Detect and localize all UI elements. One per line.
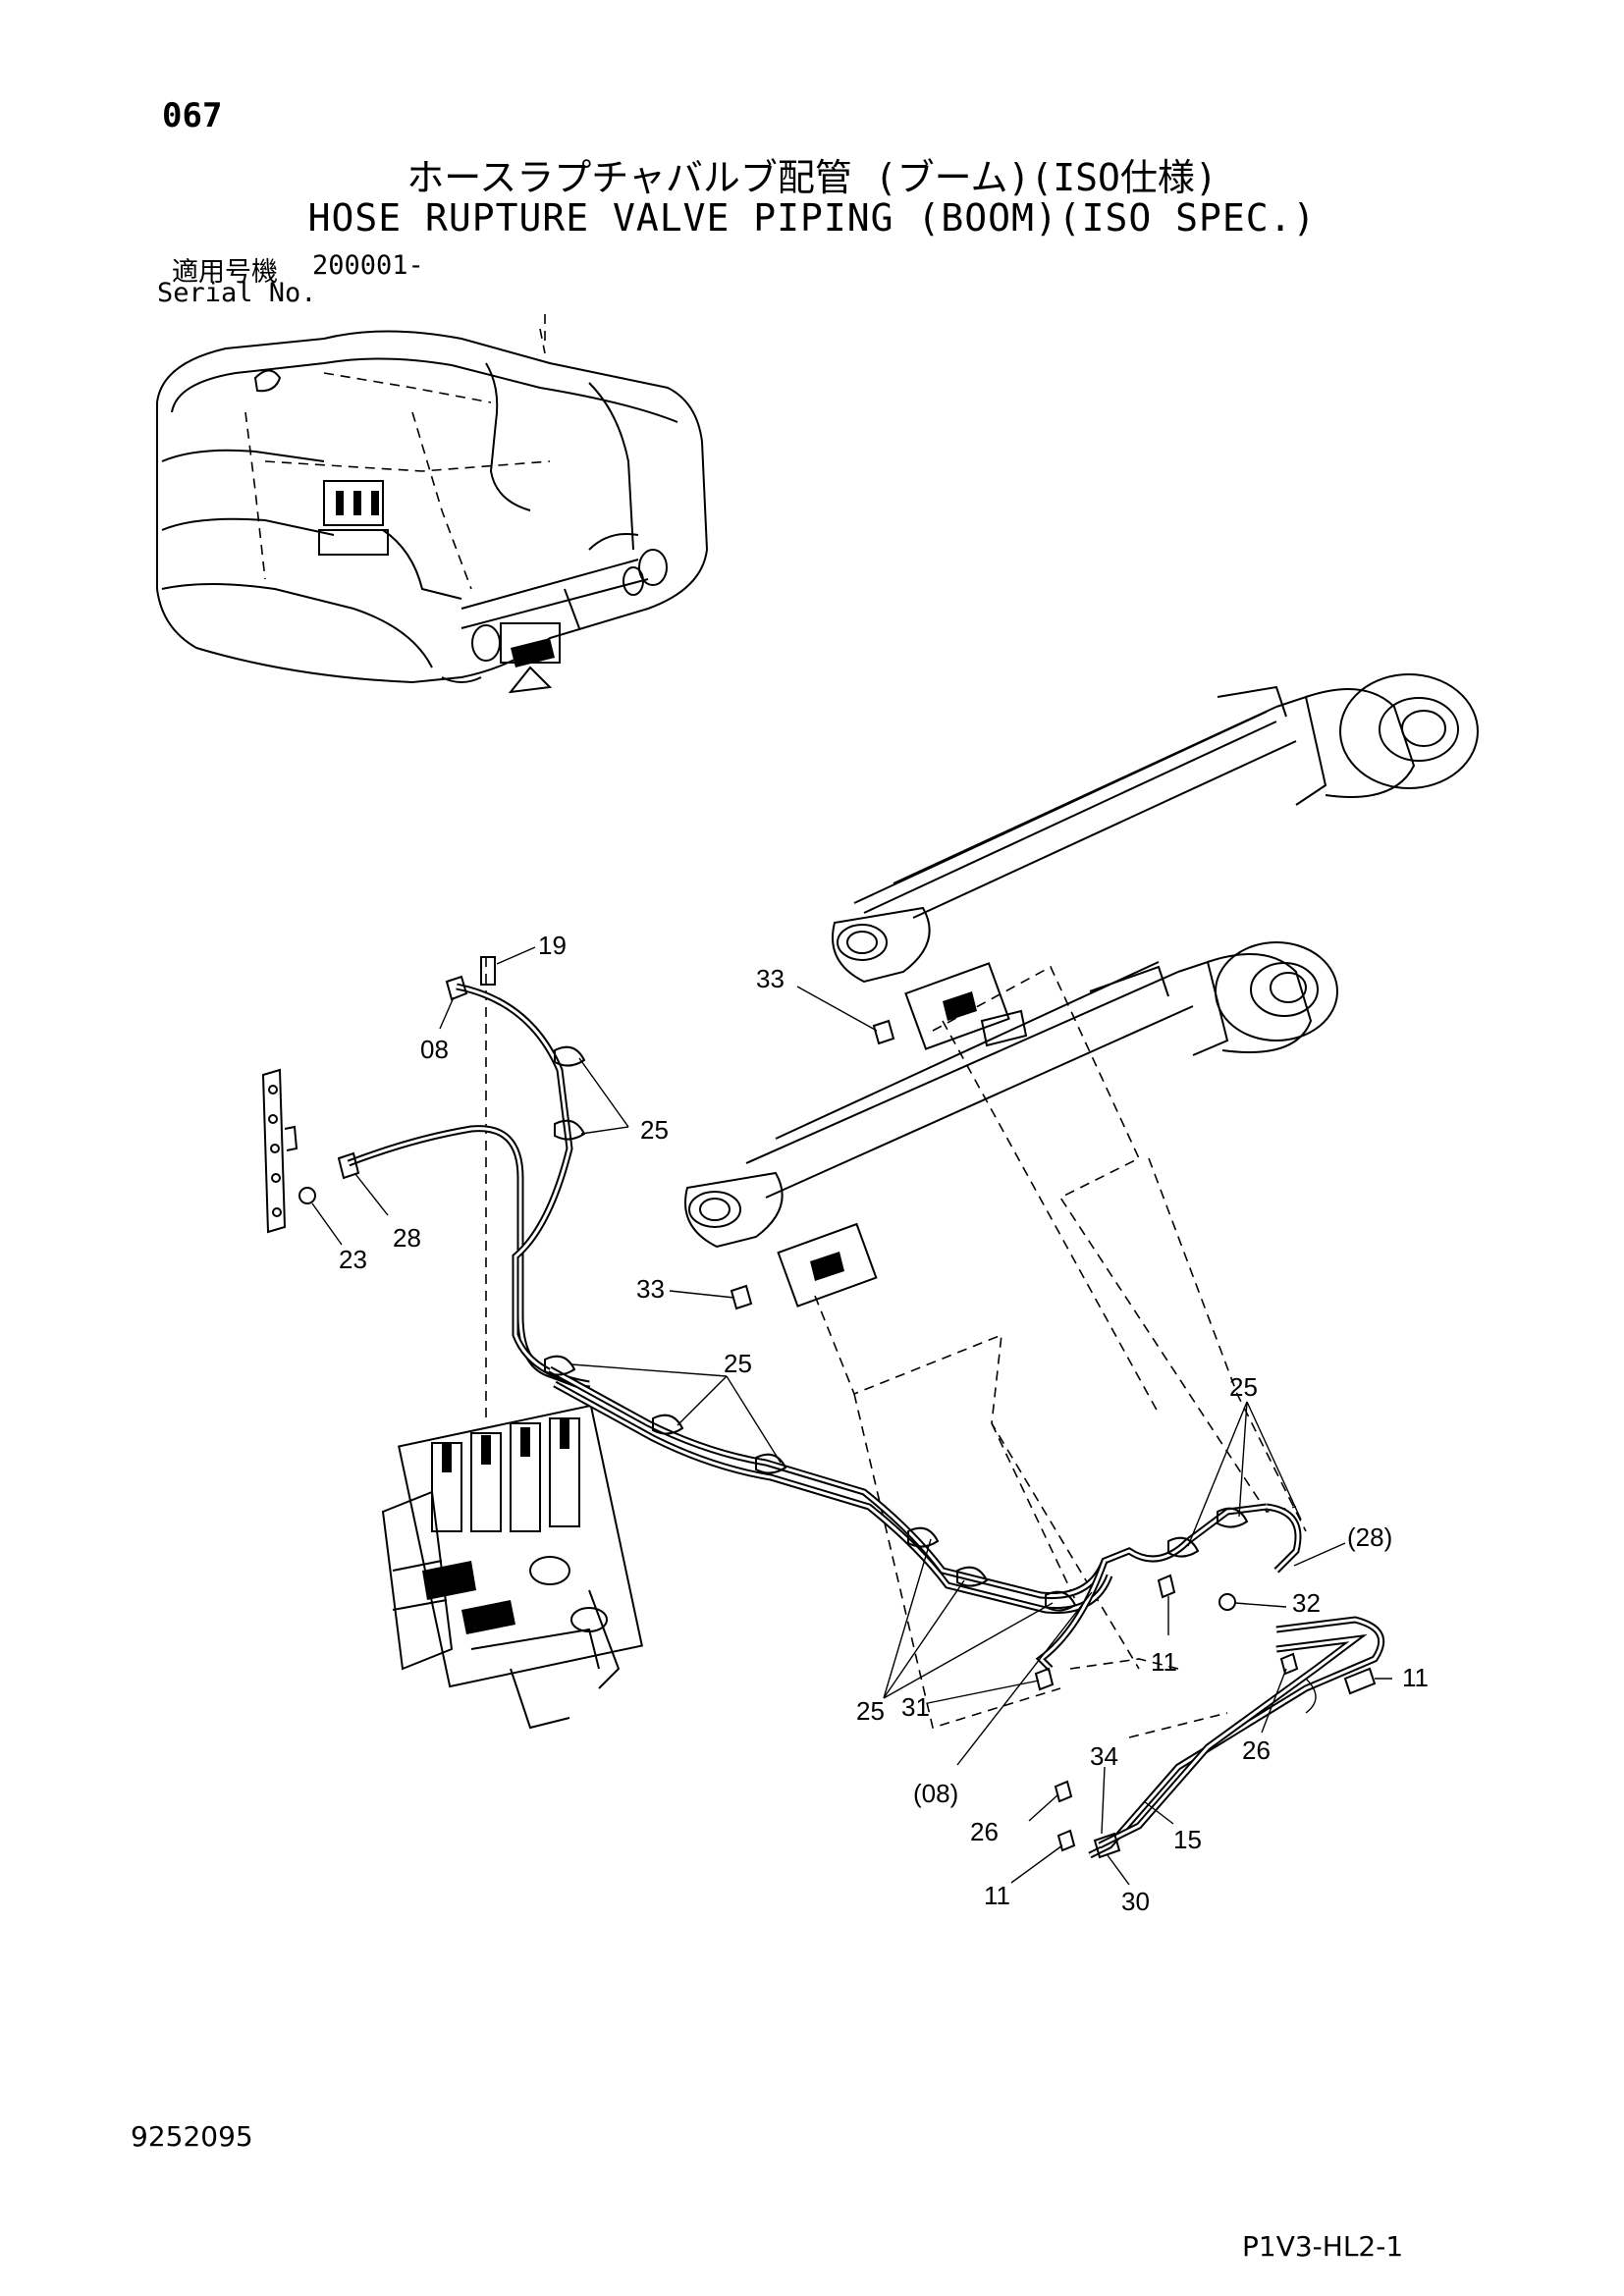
pilot-valve-bracket xyxy=(261,1068,298,1234)
callout-25-upper: 25 xyxy=(640,1115,669,1145)
callout-19: 19 xyxy=(538,931,567,960)
callout-30: 30 xyxy=(1121,1887,1150,1916)
boom-phantom-outline xyxy=(814,965,1307,1738)
callout-28: 28 xyxy=(393,1223,421,1253)
callout-08-ref: (08) xyxy=(913,1779,958,1808)
callout-11-right: 11 xyxy=(1402,1663,1429,1692)
serial-label-english: Serial No. xyxy=(157,278,317,308)
boom-cylinder-upper xyxy=(832,673,1479,1050)
callout-labels: 19 08 25 28 23 33 33 25 25 (28) 32 11 11… xyxy=(339,931,1429,1916)
callout-31: 31 xyxy=(901,1692,930,1722)
callout-11-middle: 11 xyxy=(1151,1647,1177,1677)
title-english: HOSE RUPTURE VALVE PIPING (BOOM)(ISO SPE… xyxy=(307,196,1317,240)
callout-25-middle: 25 xyxy=(724,1349,752,1378)
callout-15: 15 xyxy=(1173,1825,1202,1854)
page-code: P1V3-HL2-1 xyxy=(1242,2230,1404,2263)
leader-lines xyxy=(311,946,1392,1886)
callout-26-lower: 26 xyxy=(970,1817,999,1846)
callout-33-lower: 33 xyxy=(636,1274,665,1304)
callout-28-ref: (28) xyxy=(1347,1522,1392,1552)
title-japanese: ホースラプチャバルブ配管 (ブーム)(ISO仕様) xyxy=(406,156,1218,199)
serial-label-japanese: 適用号機 xyxy=(172,257,278,288)
machine-overview-illustration xyxy=(156,314,709,694)
callout-08: 08 xyxy=(420,1035,449,1064)
callout-33-upper: 33 xyxy=(756,964,785,993)
callout-26-right: 26 xyxy=(1242,1735,1271,1765)
page-number: 067 xyxy=(162,96,223,135)
fittings xyxy=(298,956,1377,1859)
document-number: 9252095 xyxy=(131,2120,253,2153)
boom-cylinder-lower xyxy=(684,941,1338,1308)
callout-25-lower: 25 xyxy=(856,1696,885,1726)
serial-number-value: 200001- xyxy=(312,250,424,281)
callout-23: 23 xyxy=(339,1245,367,1274)
pilot-hose-routing xyxy=(347,983,1385,1859)
control-valve-assembly xyxy=(381,1404,643,1730)
callout-32: 32 xyxy=(1292,1588,1321,1618)
callout-11-lower: 11 xyxy=(984,1881,1010,1910)
callout-34: 34 xyxy=(1090,1741,1118,1771)
callout-25-right: 25 xyxy=(1229,1372,1258,1402)
